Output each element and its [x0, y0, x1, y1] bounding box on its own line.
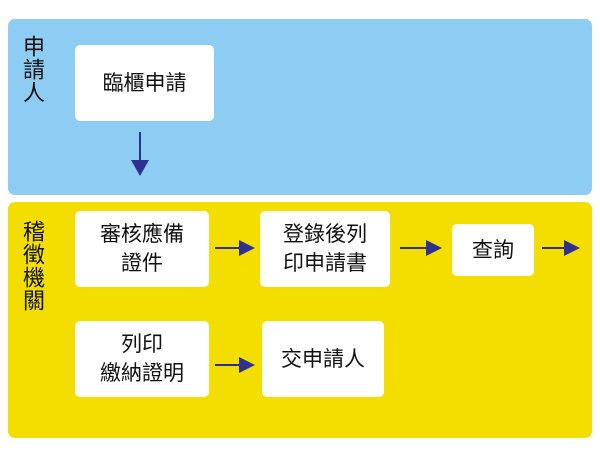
- lane-label-agency: 稽徵機關: [19, 220, 44, 312]
- step-review-line-2: 證件: [121, 251, 163, 275]
- arrow-right-icon: [400, 240, 442, 256]
- arrow-right-icon: [542, 240, 580, 256]
- step-review: 審核應備 證件: [75, 211, 209, 287]
- step-print-proof-line-1: 列印: [121, 332, 163, 356]
- step-hand-over: 交申請人: [262, 321, 384, 397]
- step-counter-apply: 臨櫃申請: [75, 45, 214, 121]
- step-print-proof-line-2: 繳納證明: [100, 361, 184, 385]
- step-query: 查詢: [452, 224, 534, 276]
- arrow-down-icon: [131, 132, 149, 176]
- step-register-print-line-1: 登錄後列: [283, 222, 367, 246]
- step-query-line-1: 查詢: [472, 237, 514, 262]
- arrow-right-icon: [215, 357, 255, 373]
- step-print-proof: 列印 繳納證明: [75, 321, 209, 397]
- step-register-print-line-2: 印申請書: [283, 251, 367, 275]
- step-register-print: 登錄後列 印申請書: [260, 211, 390, 287]
- lane-label-applicant: 申請人: [19, 35, 44, 104]
- step-counter-apply-line-1: 臨櫃申請: [102, 70, 187, 95]
- step-hand-over-line-1: 交申請人: [281, 346, 365, 371]
- arrow-right-icon: [215, 240, 255, 256]
- step-review-line-1: 審核應備: [100, 222, 184, 246]
